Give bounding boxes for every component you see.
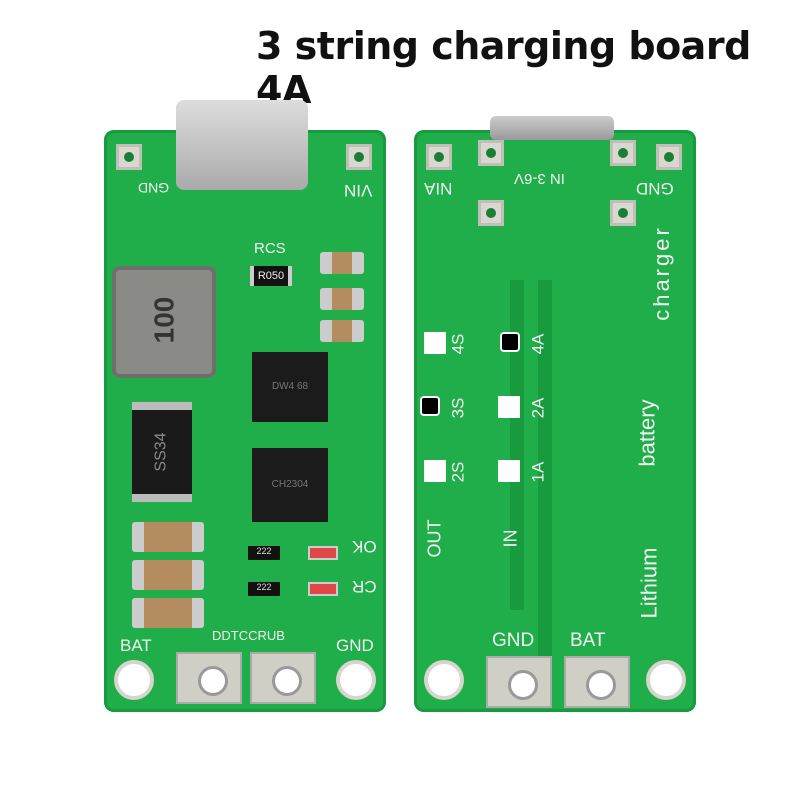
3s-label: 3S (448, 397, 468, 419)
vin-label: VIN (344, 181, 373, 200)
2s-label: 2S (448, 461, 468, 483)
capacitor (320, 288, 364, 310)
gnd-terminal (250, 652, 316, 704)
solder-pad-1a (498, 460, 520, 482)
pad (346, 144, 372, 170)
mounting-hole (424, 660, 464, 700)
gnd-bottom-label: GND (492, 630, 535, 651)
capacitor (320, 252, 364, 274)
ic-chip: CH2304 (252, 448, 328, 522)
solder-jumper-3s (420, 396, 440, 416)
pad (610, 140, 636, 166)
diode: SS34 (132, 402, 192, 502)
inductor: 100 (112, 266, 216, 378)
charger-label: charger (648, 225, 674, 321)
battery-label: battery (634, 399, 660, 467)
led-cr (308, 582, 338, 596)
capacitor (132, 522, 204, 552)
pad (610, 200, 636, 226)
solder-pad-2s (424, 460, 446, 482)
gnd-bottom-label: GND (336, 636, 374, 655)
bat-terminal (564, 656, 630, 708)
out-label: OUT (424, 519, 445, 558)
pcb-front: GND VIN RCS R050 100 SS34 DW4 68 CH2304 … (104, 100, 386, 712)
trace (510, 280, 524, 610)
4a-label: 4A (528, 333, 548, 355)
bat-bottom-label: BAT (570, 630, 606, 651)
pad (478, 200, 504, 226)
input-voltage-label: IN 3-6V (514, 170, 565, 187)
capacitor (132, 598, 204, 628)
product-title: 3 string charging board 4A (256, 24, 751, 112)
mounting-hole (114, 660, 154, 700)
pad (478, 140, 504, 166)
mounting-hole (646, 660, 686, 700)
rcs-label: RCS (254, 240, 286, 257)
usb-c-connector (176, 100, 308, 190)
solder-pad-4s (424, 332, 446, 354)
4s-label: 4S (448, 333, 468, 355)
ic-chip: DW4 68 (252, 352, 328, 422)
bat-label: BAT (120, 636, 152, 655)
in-label: IN (500, 529, 521, 548)
nia-label: NIA (424, 179, 453, 198)
inductor-label: 100 (148, 296, 179, 344)
cr-label: CR (352, 577, 377, 596)
gnd-top-label: GND (636, 179, 674, 198)
2a-label: 2A (528, 397, 548, 419)
trace (538, 280, 552, 660)
solder-pad-2a (498, 396, 520, 418)
resistor: R050 (250, 266, 292, 286)
ok-label: OK (352, 537, 377, 556)
lithium-label: Lithium (636, 547, 662, 619)
led-ok (308, 546, 338, 560)
pad (656, 144, 682, 170)
mounting-hole (336, 660, 376, 700)
gnd-label: GND (138, 180, 170, 196)
capacitor (320, 320, 364, 342)
1a-label: 1A (528, 461, 548, 483)
bat-terminal (176, 652, 242, 704)
smd-resistor: 222 (248, 546, 280, 560)
gnd-terminal (486, 656, 552, 708)
capacitor (132, 560, 204, 590)
diode-label: SS34 (152, 432, 170, 472)
pad (116, 144, 142, 170)
brand-label: DDTCCRUB (212, 628, 285, 643)
solder-jumper-4a (500, 332, 520, 352)
pad (426, 144, 452, 170)
smd-resistor: 222 (248, 582, 280, 596)
usb-c-connector (490, 116, 614, 140)
pcb-back: NIA IN 3-6V GND 4S 4A 3S 2A 2S 1A OUT IN… (414, 116, 696, 712)
